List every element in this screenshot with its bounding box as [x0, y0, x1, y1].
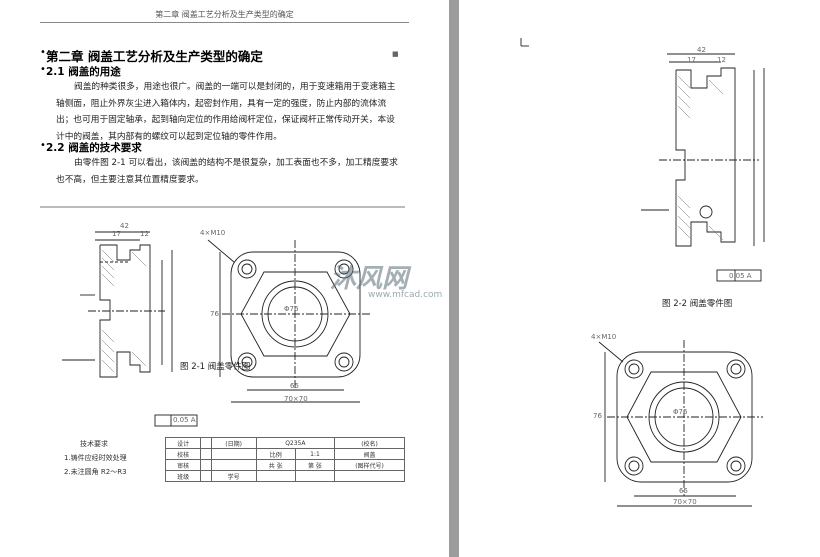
dim-17: 17 — [687, 56, 696, 64]
dim-70x70: 70×70 — [673, 498, 697, 506]
page-gap — [449, 0, 459, 557]
header-rule — [40, 22, 409, 23]
drawing-right — [520, 38, 765, 507]
dim-42: 42 — [697, 46, 706, 54]
figure-caption-left: 图 2-1 阀盖零件图 — [180, 362, 251, 372]
bullet-mark: • — [40, 64, 46, 75]
section-title-2-2: 2.2 阀盖的技术要求 — [46, 142, 142, 154]
watermark: 沐风网 — [330, 264, 409, 294]
bullet-mark: • — [40, 47, 46, 58]
right-page: 42 17 12 0.05 A 图 2-2 阀盖零件图 4×M10 Φ76 76… — [459, 0, 820, 557]
tolerance-frame: 0.05 A — [729, 272, 752, 280]
drawing-left — [62, 231, 372, 427]
section-body-2-2: 由零件图 2-1 可以看出，该阀盖的结构不是很复杂，加工表面也不多，加工精度要求… — [56, 158, 398, 185]
tech-requirements: 技术要求 1.铸件应经时效处理 2.未注圆角 R2～R3 — [64, 437, 127, 479]
dim-phi: Φ76 — [284, 305, 299, 313]
thread-label: 4×M10 — [591, 333, 617, 341]
dim-12: 12 — [140, 230, 149, 238]
watermark-url: www.mfcad.com — [368, 290, 443, 300]
dim-42: 42 — [120, 222, 129, 230]
tech-line: 2.未注圆角 R2～R3 — [64, 468, 127, 476]
page-header: 第二章 阀盖工艺分析及生产类型的确定 — [155, 10, 294, 19]
dim-70x70: 70×70 — [284, 395, 308, 403]
dim-17: 17 — [112, 230, 121, 238]
bullet-mark: • — [40, 140, 46, 151]
thread-label: 4×M10 — [200, 229, 226, 237]
section-title-2-1: 2.1 阀盖的用途 — [46, 66, 121, 78]
left-page: 第二章 阀盖工艺分析及生产类型的确定 • 第二章 阀盖工艺分析及生产类型的确定 … — [0, 0, 449, 557]
tech-line: 1.铸件应经时效处理 — [64, 454, 127, 462]
dim-65: 65 — [679, 487, 688, 495]
page-break-rule — [40, 206, 405, 208]
dim-12: 12 — [717, 56, 726, 64]
tech-title: 技术要求 — [80, 440, 108, 448]
dim-76: 76 — [210, 310, 219, 318]
dim-phi: Φ76 — [673, 408, 688, 416]
dim-65: 65 — [290, 382, 299, 390]
dim-76: 76 — [593, 412, 602, 420]
figure-caption-right: 图 2-2 阀盖零件图 — [662, 299, 733, 309]
tolerance-frame: 0.05 A — [173, 416, 196, 424]
section-body-2-1: 阀盖的种类很多，用途也很广。阀盖的一端可以是封闭的，用于变速箱用于变速箱主轴侧面… — [56, 82, 396, 142]
chapter-title: 第二章 阀盖工艺分析及生产类型的确定 — [46, 49, 263, 64]
margin-mark: ■ — [392, 50, 399, 58]
